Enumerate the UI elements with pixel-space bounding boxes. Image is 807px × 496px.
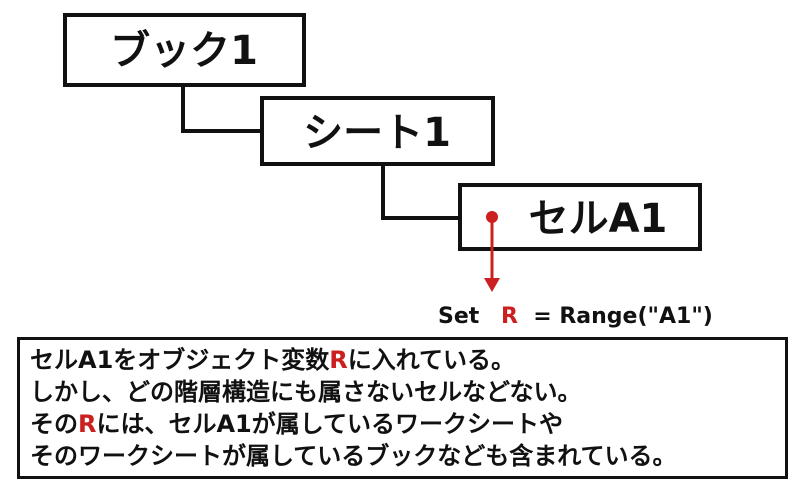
connector-sheet-cell bbox=[381, 166, 460, 220]
code-variable: R bbox=[501, 304, 518, 329]
note-line-2: しかし、どの階層構造にも属さないセルなどない。 bbox=[30, 378, 582, 406]
note-line-1: セルA1をオブジェクト変数Rに入れている。 bbox=[30, 346, 516, 374]
sheet-box bbox=[260, 96, 495, 166]
note-line-3: そのRには、セルA1が属しているワークシートや bbox=[30, 410, 564, 438]
connector-book-sheet bbox=[181, 87, 262, 133]
code-assignment: = Range("A1") bbox=[526, 304, 713, 329]
note-line-4: そのワークシートが属しているブックなども含まれている。 bbox=[30, 442, 677, 470]
note-variable: R bbox=[78, 410, 97, 438]
book-box bbox=[63, 13, 306, 87]
sheet-label: シート1 bbox=[303, 110, 451, 156]
hierarchy-diagram: ブック1 シート1 セルA1 Set R = Range("A1") bbox=[63, 13, 713, 329]
reference-arrow-head bbox=[484, 278, 500, 292]
note-variable: R bbox=[329, 346, 348, 374]
code-keyword: Set bbox=[438, 304, 480, 329]
book-label: ブック1 bbox=[110, 28, 258, 74]
cell-label: セルA1 bbox=[529, 196, 668, 242]
explanation-box: セルA1をオブジェクト変数Rに入れている。 しかし、どの階層構造にも属さないセル… bbox=[17, 337, 788, 479]
code-line: Set R = Range("A1") bbox=[438, 304, 713, 329]
cell-box bbox=[458, 183, 702, 251]
